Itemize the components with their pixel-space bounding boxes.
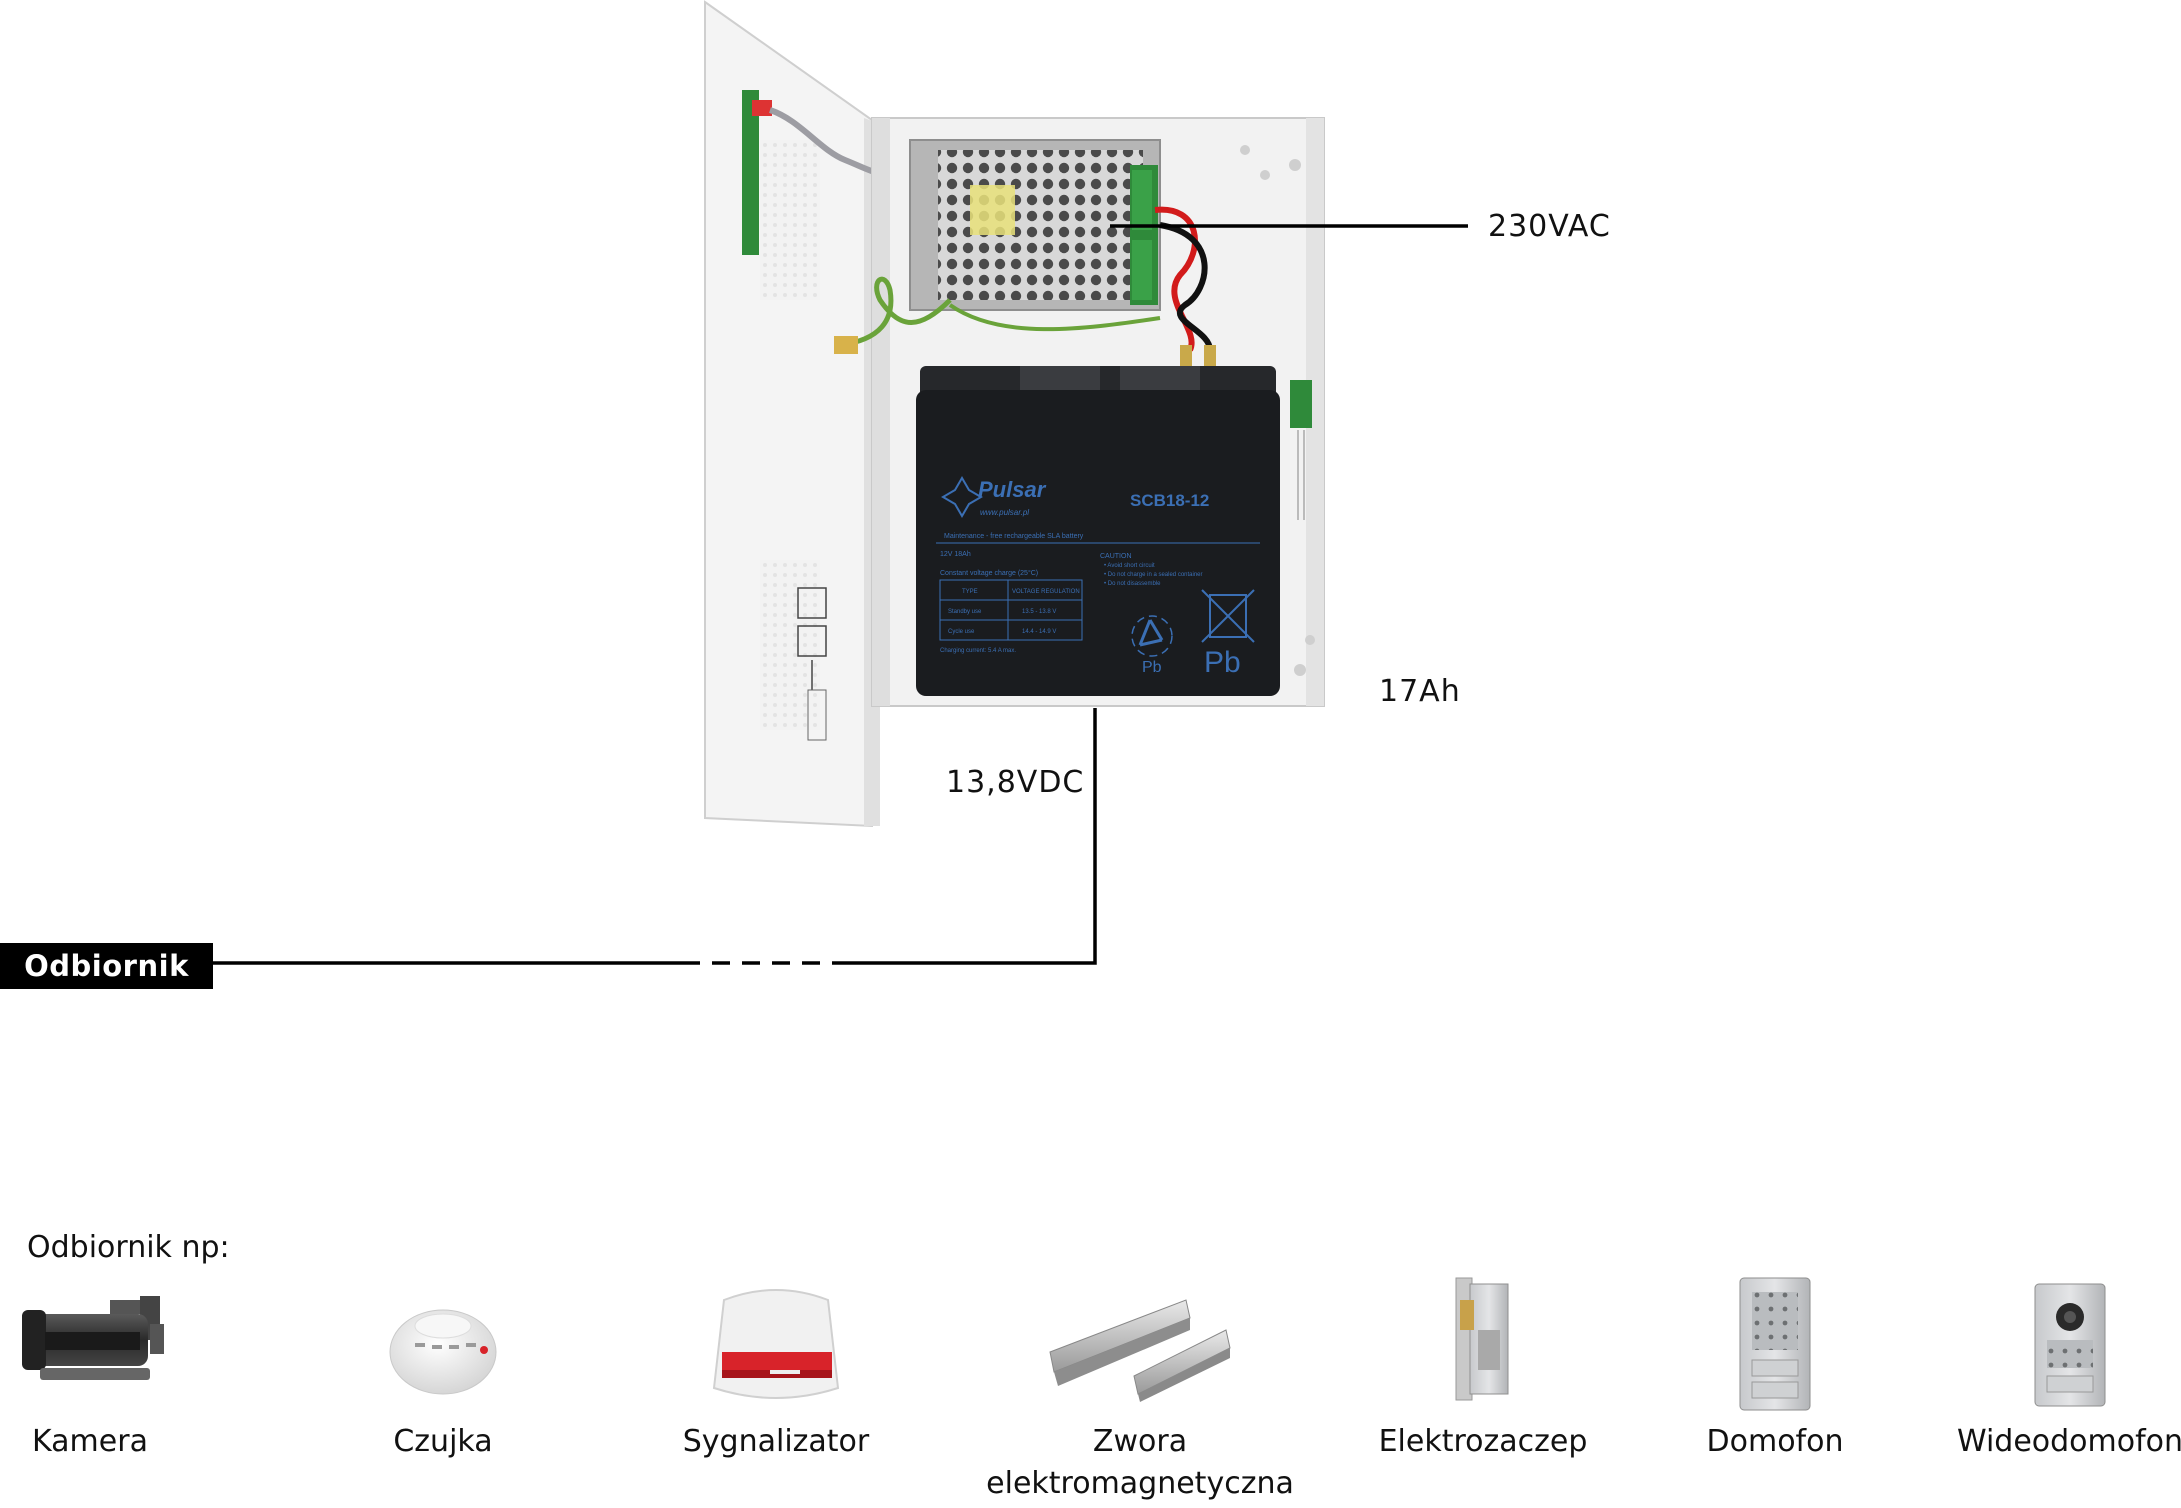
battery-table-header-type: TYPE bbox=[962, 589, 978, 595]
psu-module bbox=[834, 139, 1216, 367]
ac-input-label: 230VAC bbox=[1488, 209, 1611, 244]
device-label-detector: Czujka bbox=[393, 1424, 493, 1459]
battery-table-cell: Standby use bbox=[948, 609, 982, 615]
device-label-siren: Sygnalizator bbox=[682, 1424, 870, 1459]
siren-icon bbox=[712, 1289, 840, 1399]
video-intercom-icon bbox=[2034, 1283, 2106, 1407]
camera-icon bbox=[22, 1296, 164, 1380]
battery-spec: 12V 18Ah bbox=[940, 551, 971, 558]
electric-strike-icon bbox=[1455, 1277, 1509, 1401]
battery-table-cell: Cycle use bbox=[948, 629, 975, 635]
battery-label: Pulsar www.pulsar.pl SCB18-12 Maintenanc… bbox=[936, 476, 1260, 679]
battery-type-line: Maintenance - free rechargeable SLA batt… bbox=[944, 533, 1084, 540]
battery-table-cell: 14.4 - 14.9 V bbox=[1022, 629, 1056, 635]
intercom-icon bbox=[1739, 1277, 1811, 1411]
device-label-magnetic-lock-line1: Zwora bbox=[1092, 1424, 1188, 1459]
battery-caution-line: • Do not disassemble bbox=[1104, 581, 1161, 587]
wiring bbox=[213, 224, 1468, 965]
battery-caution-title: CAUTION bbox=[1100, 553, 1132, 560]
battery: Pulsar www.pulsar.pl SCB18-12 Maintenanc… bbox=[916, 366, 1280, 696]
device-label-camera: Kamera bbox=[32, 1424, 148, 1459]
waste-bin-icon bbox=[1201, 589, 1255, 643]
device-label-video-intercom: Wideodomofon bbox=[1956, 1424, 2181, 1459]
battery-table-header-voltage: VOLTAGE REGULATION bbox=[1012, 589, 1080, 595]
receiver-badge: Odbiornik bbox=[0, 943, 213, 989]
device-label-magnetic-lock-line2: elektromagnetyczna bbox=[986, 1466, 1294, 1501]
battery-brand: Pulsar bbox=[978, 477, 1047, 502]
device-label-electric-strike: Elektrozaczep bbox=[1378, 1424, 1588, 1459]
battery-capacity-label: 17Ah bbox=[1379, 674, 1461, 709]
psu-enclosure: Pulsar www.pulsar.pl SCB18-12 Maintenanc… bbox=[704, 0, 1325, 828]
battery-model: SCB18-12 bbox=[1130, 491, 1209, 510]
smoke-detector-icon bbox=[389, 1309, 497, 1395]
indicator-pcb bbox=[742, 90, 759, 255]
pulsar-star-icon bbox=[941, 476, 983, 518]
battery-voltage-title: Constant voltage charge (25°C) bbox=[940, 569, 1038, 577]
enclosure-door bbox=[704, 0, 921, 828]
device-label-magnetic-lock: Zwora elektromagnetyczna bbox=[986, 1421, 1294, 1505]
device-label-intercom: Domofon bbox=[1706, 1424, 1844, 1459]
magnetic-lock-icon bbox=[1049, 1299, 1231, 1402]
examples-title: Odbiornik np: bbox=[27, 1230, 230, 1265]
recycle-icon bbox=[1131, 615, 1173, 657]
battery-caution-line: • Do not charge in a sealed container bbox=[1104, 572, 1203, 578]
battery-table-cell: 13.5 - 13.8 V bbox=[1022, 609, 1056, 615]
battery-caution-line: • Avoid short circuit bbox=[1104, 563, 1155, 569]
dc-output-label: 13,8VDC bbox=[946, 765, 1085, 800]
bin-mark: Pb bbox=[1204, 646, 1241, 679]
recycle-mark: Pb bbox=[1142, 659, 1162, 676]
door-sticker bbox=[797, 587, 827, 741]
dc-output-line bbox=[850, 708, 1097, 965]
battery-website: www.pulsar.pl bbox=[980, 508, 1029, 517]
battery-charging-current: Charging current: 5.4 A max. bbox=[940, 648, 1016, 654]
